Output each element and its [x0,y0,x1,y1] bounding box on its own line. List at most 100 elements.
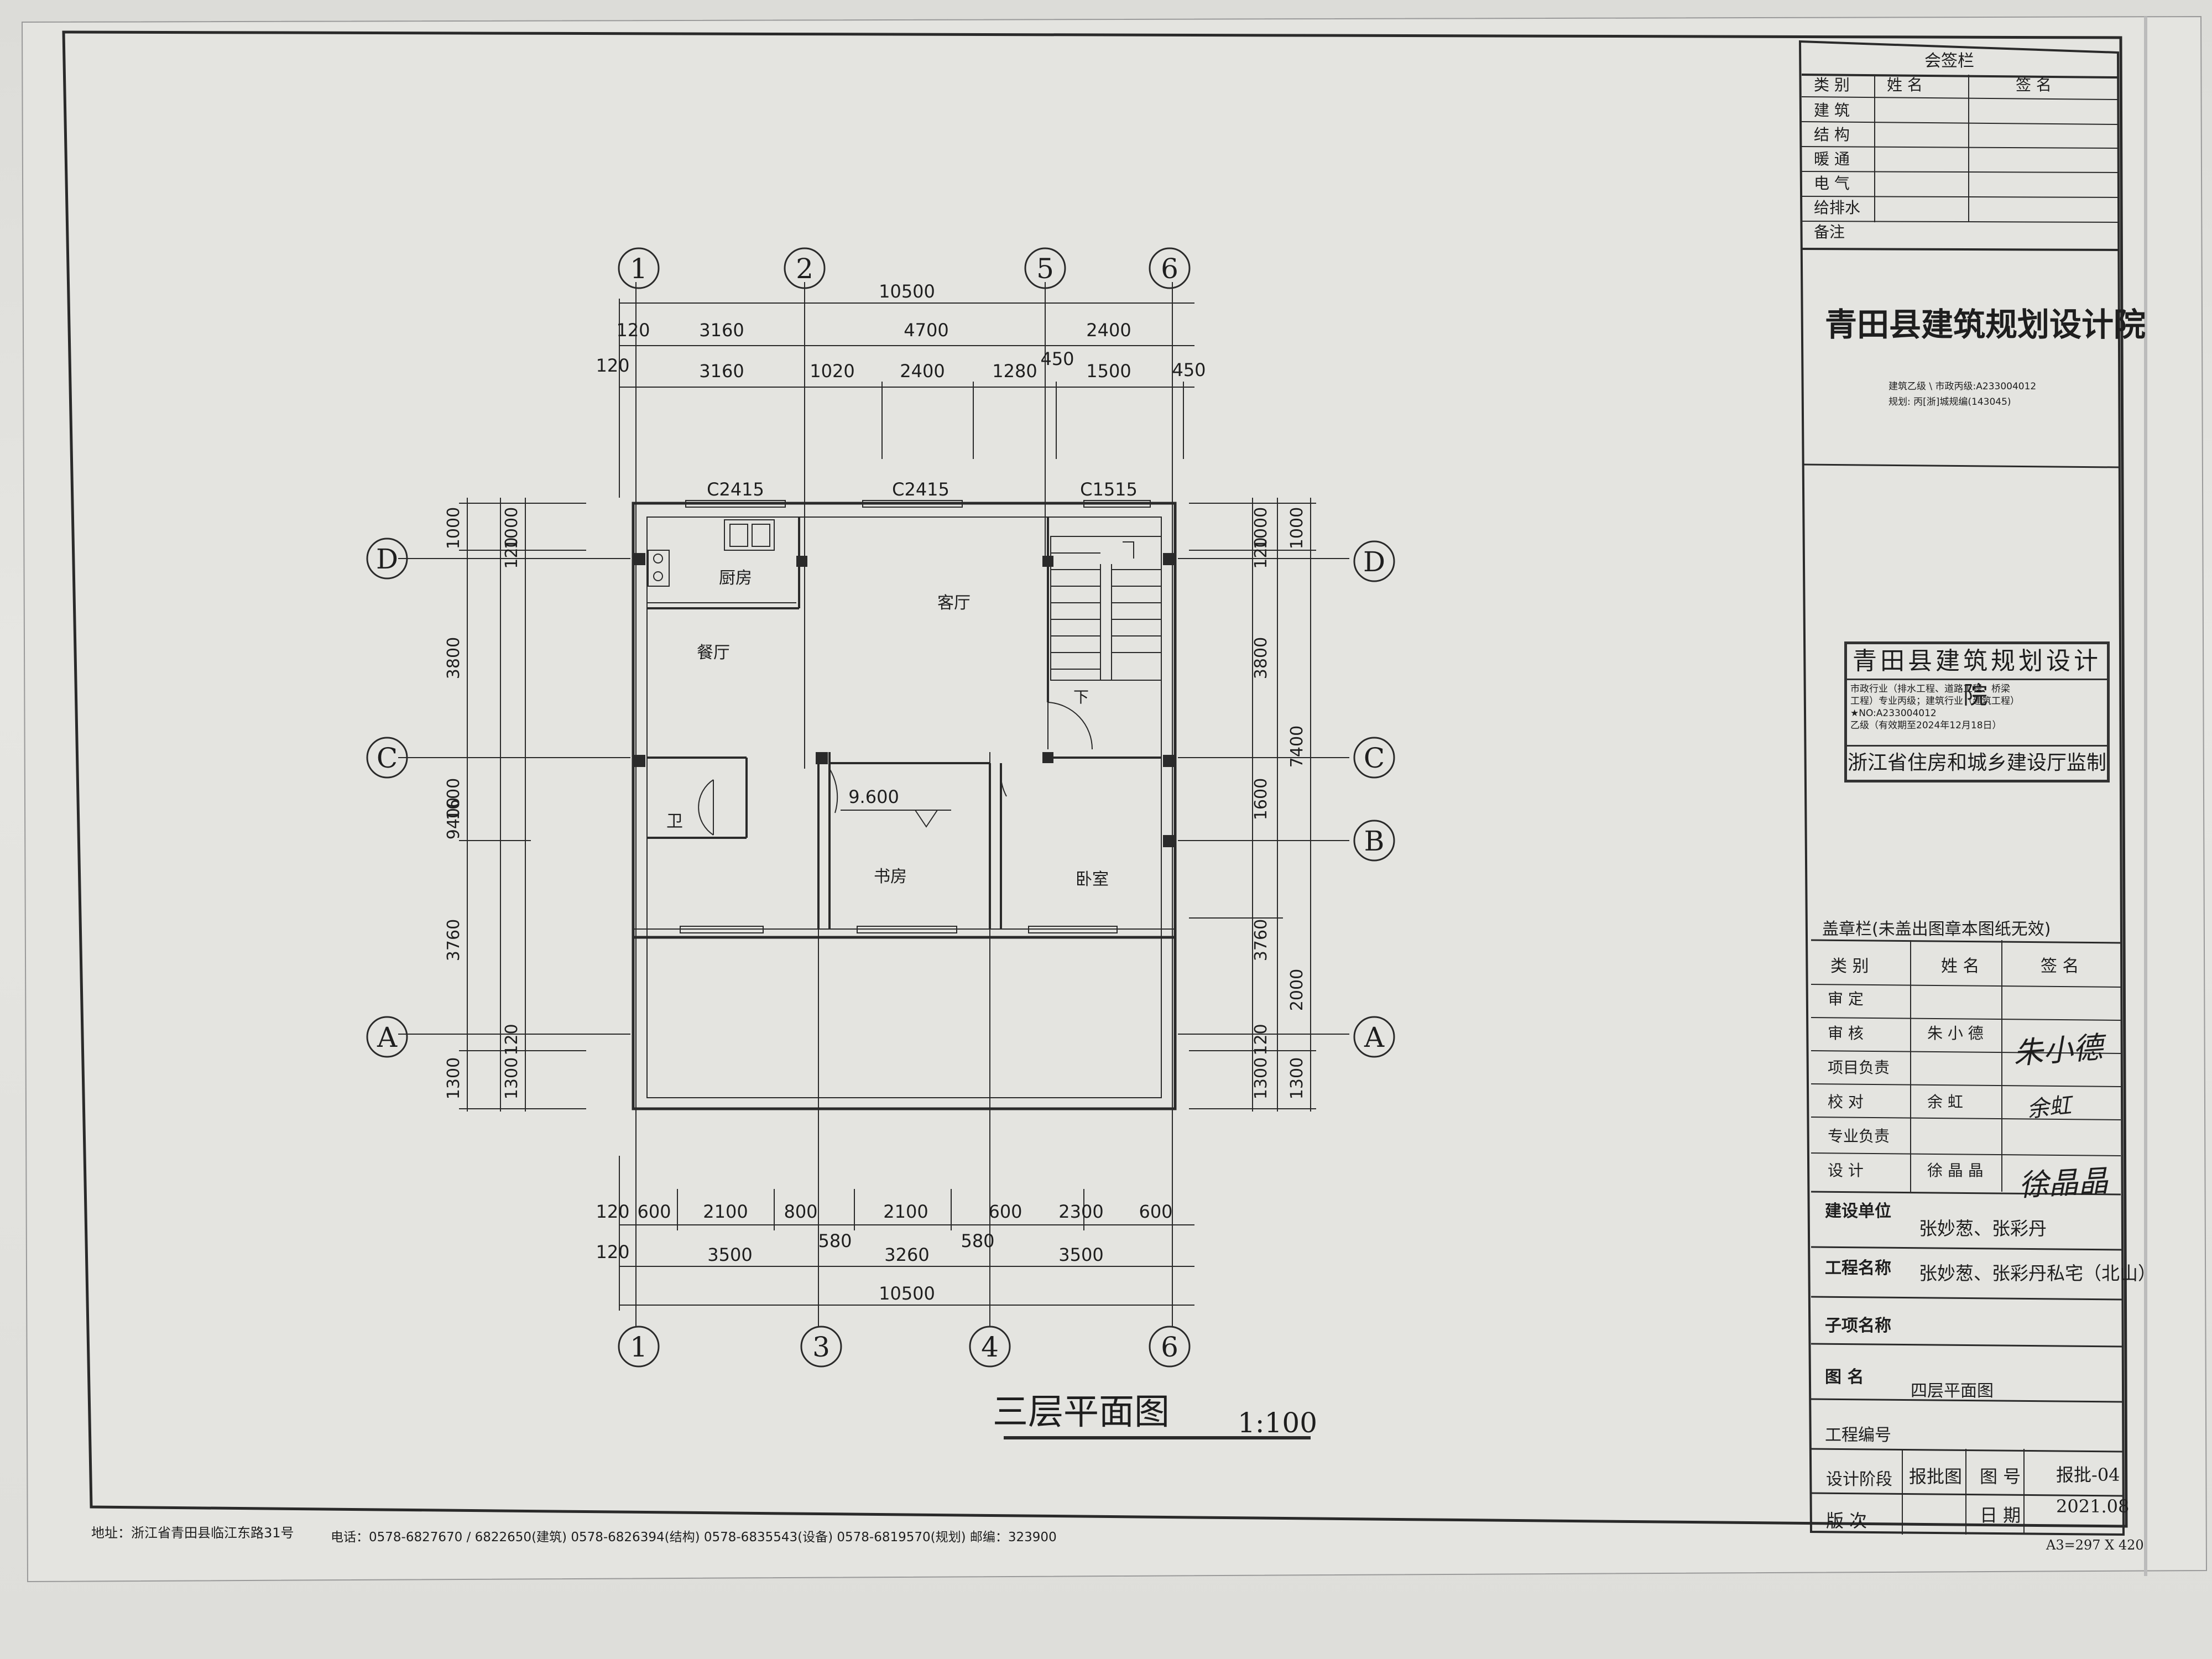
countersign-header: 姓 名 [1887,76,1923,94]
stage-value: 报批图 [1909,1466,1963,1487]
staircase [1050,536,1162,681]
grid-axis-label: A [1364,1021,1385,1053]
client-label: 建设单位 [1825,1202,1891,1221]
dimension-label: 1280 [992,361,1037,382]
grid-bubble [1149,1326,1191,1368]
countersign-title: 会签栏 [1924,51,1974,71]
dimension-label: 580 [818,1230,852,1251]
interior-walls [647,517,1161,929]
grid-axis-label: D [376,543,398,575]
grid-axis-label: D [1363,546,1385,578]
seal-header: 类 别 [1830,957,1869,976]
dimension-label: 10500 [879,281,935,302]
stamp-line1: 市政行业（排水工程、道路工程、桥梁 [1850,684,2010,695]
room-label: 卫 [666,812,683,831]
dimension-label: 2400 [1086,320,1131,341]
drawing-label: 图 名 [1825,1368,1864,1387]
dimension-label: 1000 [1251,507,1271,549]
sheet-value: 报批-04 [2056,1464,2120,1485]
dimension-label: 1000 [1287,507,1307,549]
stamp-body: 市政行业（排水工程、道路工程、桥梁 工程）专业丙级；建筑行业（建筑工程）★NO:… [1850,683,2094,732]
dimension-label: 120 [596,1241,629,1262]
dimension-label: 120 [596,1201,629,1222]
dimension-label: 3160 [699,320,744,341]
dimension-label: 600 [1139,1201,1172,1222]
seal-section-title: 盖章栏(未盖出图章本图纸无效) [1822,920,2051,939]
plan-title: 三层平面图 [993,1392,1170,1433]
number-label: 工程编号 [1825,1426,1891,1445]
dimension-label: 2100 [703,1201,748,1222]
subitem-label: 子项名称 [1825,1316,1891,1335]
project-value: 张妙葱、张彩丹私宅（北山） [1919,1262,2156,1284]
countersign-role: 备注 [1814,223,1845,241]
dimension-label: 120 [1251,1024,1271,1055]
sheet-label: 图 号 [1980,1466,2021,1487]
dimension-label: 450 [1040,348,1074,369]
stage-label: 设计阶段 [1826,1470,1892,1489]
window-tag: C1515 [1080,479,1138,500]
grid-bubble [366,737,408,779]
dimension-label: 10500 [879,1283,935,1304]
dimension-label: 120 [596,355,629,376]
stamp-line2: 工程）专业丙级；建筑行业（建筑工程）★NO:A233004012 [1850,696,2020,719]
client-value: 张妙葱、张彩丹 [1919,1218,2047,1239]
columns [633,553,1175,847]
grid-axis-label: 3 [812,1331,830,1363]
floor-plan [398,282,1349,1439]
grid-axis-label: C [377,742,398,774]
dimension-label: 3800 [444,637,463,679]
countersign-role: 建 筑 [1814,101,1850,119]
plan-scale: 1:100 [1238,1407,1317,1439]
dimension-label: 3260 [884,1244,929,1265]
grid-axis-label: 2 [796,253,813,285]
drawing-value: 四层平面图 [1911,1381,1994,1401]
date-value: 2021.08 [2056,1496,2130,1517]
grid-bubble [1149,247,1191,289]
grid-axis-label: B [1364,825,1385,857]
dimension-label: 120 [502,537,521,568]
dimension-label: 3500 [1058,1244,1103,1265]
dimension-label: 1300 [1251,1057,1271,1099]
grid-axis-label: C [1364,742,1385,774]
stamp-line3: 乙级（有效期至2024年12月18日） [1850,720,2002,731]
dimension-label: 800 [784,1201,817,1222]
grid-bubbles [366,247,1395,1368]
room-label: 客厅 [937,593,971,613]
dimension-label: 600 [637,1201,671,1222]
grid-bubble [366,538,408,580]
seal-role: 专业负责 [1828,1127,1890,1145]
seal-name: 朱 小 德 [1927,1024,1984,1042]
dimension-label: 120 [616,320,650,341]
level-marker [841,810,951,828]
signature-1: 朱小德 [2012,1030,2104,1071]
grid-axis-label: 1 [630,1331,648,1363]
dimension-lines-top [619,299,1194,498]
dimension-lines-bottom [619,1156,1194,1311]
dimension-label: 1600 [444,778,463,820]
countersign-role: 电 气 [1814,174,1850,192]
grid-axis-label: 6 [1161,1331,1178,1363]
grid-bubble [1024,247,1066,289]
stamp-footer: 浙江省住房和城乡建设厅监制 [1847,745,2107,780]
grid-bubble [1353,820,1395,862]
grid-bubble [969,1326,1011,1368]
signature-3: 徐晶晶 [2017,1163,2109,1203]
grid-bubble [618,1326,660,1368]
grid-bubble [1353,540,1395,582]
dimension-label: 4700 [904,320,948,341]
seal-role: 审 定 [1828,990,1864,1008]
seal-header: 姓 名 [1941,957,1980,976]
dimension-label: 120 [1251,537,1271,568]
grid-bubble [1353,1016,1395,1058]
seal-role: 项目负责 [1828,1058,1890,1077]
dimension-label: 1000 [502,507,521,549]
room-label: 书房 [874,867,907,886]
paper-sheet [21,15,2208,1583]
grid-bubble [784,247,826,289]
seal-role: 设 计 [1828,1161,1864,1180]
dimension-label: 2300 [1058,1201,1103,1222]
room-label: 卧室 [1076,870,1109,889]
